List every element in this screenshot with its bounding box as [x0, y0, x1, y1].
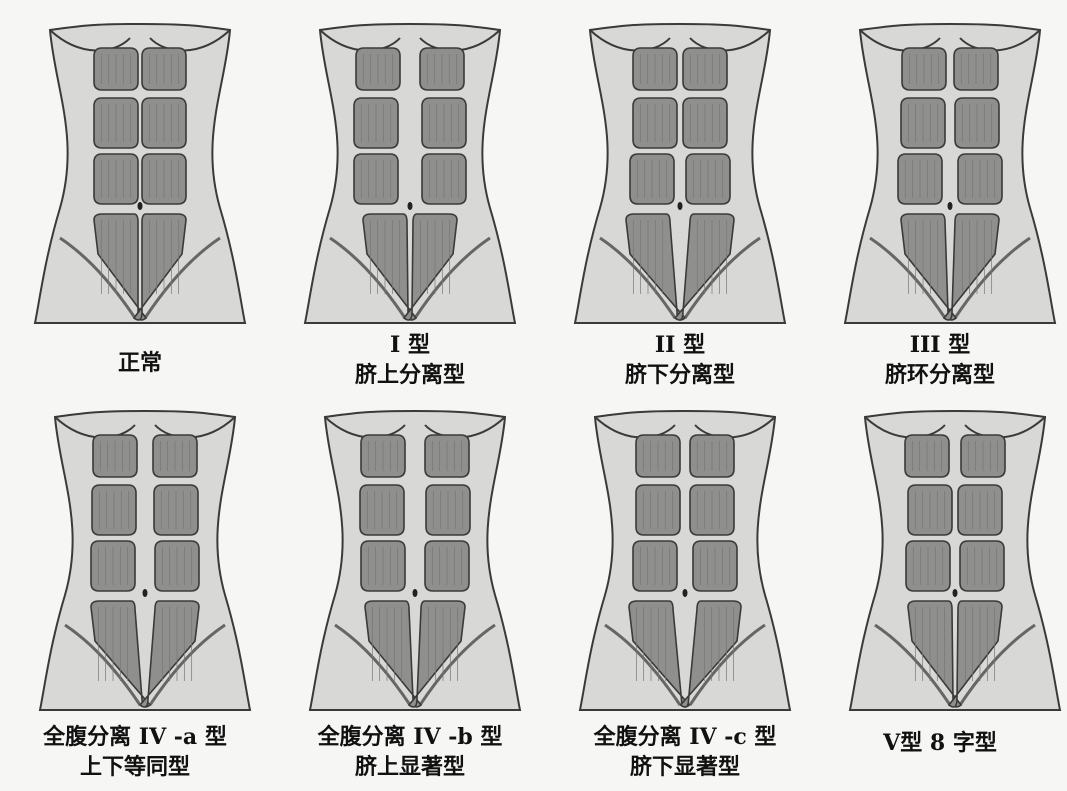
- caption-type-4c: 全腹分离 IV -c 型脐下显著型: [565, 722, 805, 782]
- abdomen-illustration: [565, 405, 805, 715]
- torso-outline: [850, 411, 1060, 710]
- caption-line-2: 上下等同型: [15, 752, 255, 782]
- caption-line-1: 全腹分离 IV -c 型: [565, 722, 805, 752]
- navel-mark: [413, 589, 418, 597]
- navel-mark: [678, 202, 683, 210]
- caption-normal: 正常: [20, 348, 260, 378]
- abdomen-illustration: [20, 18, 260, 328]
- panel-type-3: [830, 18, 1067, 328]
- panel-type-4b: [295, 405, 535, 715]
- caption-line-1: 正常: [20, 348, 260, 378]
- panel-normal: [20, 18, 260, 328]
- caption-type-5: V型 8 字型: [820, 728, 1060, 758]
- torso-outline: [305, 24, 515, 323]
- navel-mark: [143, 589, 148, 597]
- abdomen-illustration: [560, 18, 800, 328]
- caption-line-1: 全腹分离 IV -b 型: [290, 722, 530, 752]
- navel-mark: [408, 202, 413, 210]
- navel-mark: [953, 589, 958, 597]
- panel-type-2: [560, 18, 800, 328]
- caption-line-2: 脐下显著型: [565, 752, 805, 782]
- caption-line-1: 全腹分离 IV -a 型: [15, 722, 255, 752]
- caption-line-1: V型 8 字型: [820, 728, 1060, 758]
- navel-mark: [138, 202, 143, 210]
- torso-outline: [580, 411, 790, 710]
- torso-outline: [35, 24, 245, 323]
- navel-mark: [948, 202, 953, 210]
- caption-type-2: II 型脐下分离型: [560, 330, 800, 390]
- abdomen-illustration: [25, 405, 265, 715]
- panel-type-1: [290, 18, 530, 328]
- caption-line-1: II 型: [560, 330, 800, 360]
- caption-line-1: I 型: [290, 330, 530, 360]
- caption-type-3: III 型脐环分离型: [820, 330, 1060, 390]
- abdomen-illustration: [835, 405, 1067, 715]
- torso-outline: [40, 411, 250, 710]
- caption-line-2: 脐下分离型: [560, 360, 800, 390]
- caption-line-2: 脐上分离型: [290, 360, 530, 390]
- caption-line-2: 脐环分离型: [820, 360, 1060, 390]
- torso-outline: [845, 24, 1055, 323]
- navel-mark: [683, 589, 688, 597]
- panel-type-4c: [565, 405, 805, 715]
- caption-line-2: 脐上显著型: [290, 752, 530, 782]
- torso-outline: [575, 24, 785, 323]
- caption-type-4a: 全腹分离 IV -a 型上下等同型: [15, 722, 255, 782]
- torso-outline: [310, 411, 520, 710]
- abdomen-illustration: [290, 18, 530, 328]
- caption-line-1: III 型: [820, 330, 1060, 360]
- abdomen-illustration: [830, 18, 1067, 328]
- abdomen-illustration: [295, 405, 535, 715]
- caption-type-4b: 全腹分离 IV -b 型脐上显著型: [290, 722, 530, 782]
- panel-type-4a: [25, 405, 265, 715]
- caption-type-1: I 型脐上分离型: [290, 330, 530, 390]
- panel-type-5: [835, 405, 1067, 715]
